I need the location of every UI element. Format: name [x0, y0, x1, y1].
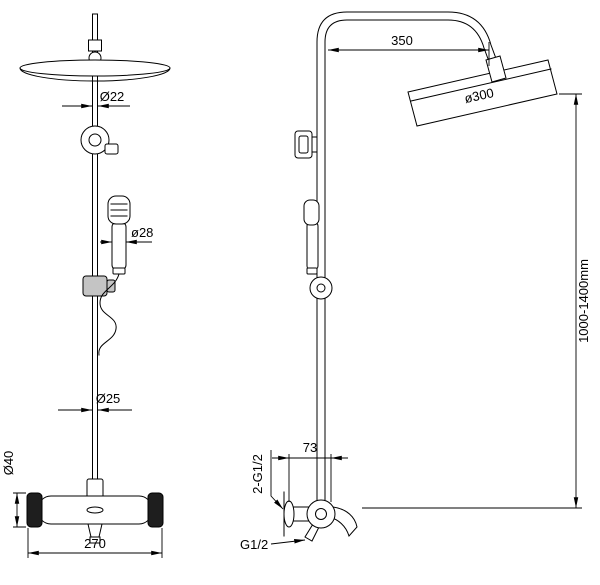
rain-head-front — [19, 59, 171, 77]
dim-label-mixer-body-diameter: Ø40 — [1, 451, 16, 476]
mount-bracket-front — [80, 125, 110, 155]
shower-hose — [98, 273, 120, 356]
dim-label-hand-shower-diameter: ø28 — [131, 225, 153, 240]
mount-bracket-hub — [88, 133, 102, 147]
mixer-emblem — [86, 506, 104, 514]
mixer-handle-left — [26, 492, 43, 528]
wall-bracket-plate — [298, 135, 309, 154]
wall-bracket-side — [294, 130, 313, 159]
front-view: Ø22 ø28 Ø25 — [1, 13, 171, 558]
wall-bracket-arms — [311, 136, 318, 153]
dim-label-riser-pipe-diameter: Ø25 — [96, 391, 121, 406]
dim-label-mixer-width: 270 — [84, 536, 106, 551]
slider-knob-hub — [316, 283, 326, 293]
pipe-collar — [88, 39, 102, 52]
dim-o40-extensions — [13, 492, 26, 528]
riser-pipe-front — [92, 13, 98, 498]
hand-shower-handle-side — [306, 221, 319, 271]
hand-shower-head-side — [303, 199, 320, 226]
dim-label-inlet-thread: 2-G1/2 — [250, 454, 265, 494]
inlet-flange — [283, 500, 295, 528]
hand-shower-face-lines — [110, 203, 128, 217]
dim-label-head-diameter: ø300 — [463, 85, 495, 106]
rain-head-edge — [410, 68, 552, 102]
mixer-aerator — [89, 536, 101, 544]
hand-shower-nut — [112, 267, 126, 275]
mount-bracket-knob — [104, 143, 119, 155]
inlet-pipe — [293, 506, 311, 522]
dim-label-head-pipe-diameter: Ø22 — [100, 89, 125, 104]
mixer-handle-right — [147, 492, 164, 528]
dim-73-extensions — [288, 454, 332, 502]
dim-label-arm-projection: 350 — [391, 33, 413, 48]
head-connector — [485, 55, 507, 83]
hand-shower-nut-side — [306, 267, 318, 275]
slider-knob-side — [309, 276, 333, 300]
rain-head-thickness — [19, 67, 171, 82]
dim-label-wall-offset: 73 — [303, 440, 317, 455]
hand-shower-handle — [111, 221, 127, 271]
leader-outlet-thread — [270, 539, 306, 545]
dim-label-column-height: 1000-1400mm — [576, 259, 591, 343]
mixer-body-front — [37, 495, 153, 525]
riser-pipe-side-inner — [324, 19, 492, 506]
leader-inlet-thread — [270, 450, 284, 510]
side-view: ø300 350 — [240, 11, 591, 552]
riser-pipe-side-outer — [316, 11, 499, 506]
dim-label-outlet-thread: G1/2 — [240, 537, 268, 552]
mixer-valve-body — [306, 499, 336, 529]
mixer-tee — [86, 478, 104, 499]
mixer-valve-hub — [315, 508, 327, 520]
